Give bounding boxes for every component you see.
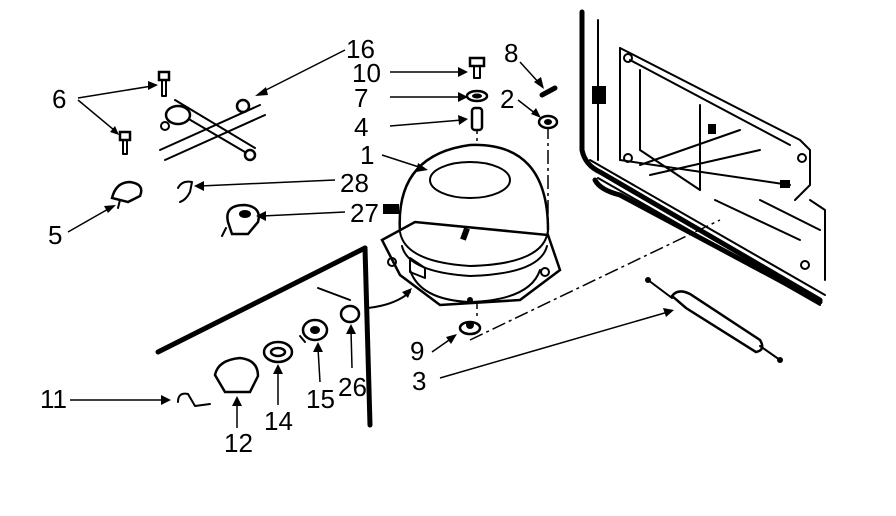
label-6: 6 bbox=[52, 84, 66, 114]
center-line bbox=[469, 219, 721, 341]
fitting-15 bbox=[299, 318, 329, 343]
tube-16 bbox=[317, 287, 351, 301]
clip-28 bbox=[177, 180, 193, 203]
label-14: 14 bbox=[264, 406, 293, 436]
callout-labels: 16 6 5 28 27 10 7 4 1 8 2 9 3 11 12 14 1… bbox=[40, 34, 518, 458]
label-12: 11 bbox=[40, 384, 67, 414]
base-panel bbox=[155, 245, 373, 428]
relay-27 bbox=[221, 203, 260, 237]
washer-2 bbox=[537, 114, 559, 130]
label-5: 5 bbox=[48, 220, 62, 250]
terminal-cover-11 bbox=[213, 356, 260, 394]
gasket-14 bbox=[262, 340, 294, 364]
bolt-10 bbox=[468, 56, 486, 79]
leader-lines bbox=[67, 49, 674, 428]
curved-arrow bbox=[367, 291, 411, 309]
plug-16 bbox=[339, 304, 361, 324]
screw-6b bbox=[118, 130, 132, 155]
curved-arrow-head bbox=[402, 288, 412, 298]
label-26: 16 bbox=[346, 34, 375, 64]
label-3: 3 bbox=[412, 366, 426, 396]
grommet bbox=[458, 320, 482, 336]
clip-12 bbox=[177, 392, 211, 407]
label-11: 12 bbox=[224, 428, 253, 458]
label-28: 28 bbox=[340, 168, 369, 198]
label-9: 9 bbox=[410, 336, 424, 366]
label-15: 15 bbox=[306, 384, 335, 414]
label-1: 1 bbox=[360, 140, 374, 170]
compressor bbox=[380, 143, 562, 307]
wiring-harness bbox=[159, 98, 266, 162]
label-2: 2 bbox=[500, 84, 514, 114]
label-7: 7 bbox=[354, 83, 368, 113]
cabinet-frame bbox=[579, 9, 826, 306]
clamp-5 bbox=[110, 180, 143, 209]
label-10: 10 bbox=[352, 58, 381, 88]
spacer-4 bbox=[470, 106, 484, 132]
label-8: 8 bbox=[504, 38, 518, 68]
washer-7 bbox=[465, 89, 489, 103]
label-27: 27 bbox=[350, 198, 379, 228]
pin-8 bbox=[539, 85, 558, 98]
screw-6a bbox=[157, 70, 171, 97]
drier-3 bbox=[645, 277, 783, 363]
label-16: 26 bbox=[338, 372, 367, 402]
label-4: 4 bbox=[354, 112, 368, 142]
